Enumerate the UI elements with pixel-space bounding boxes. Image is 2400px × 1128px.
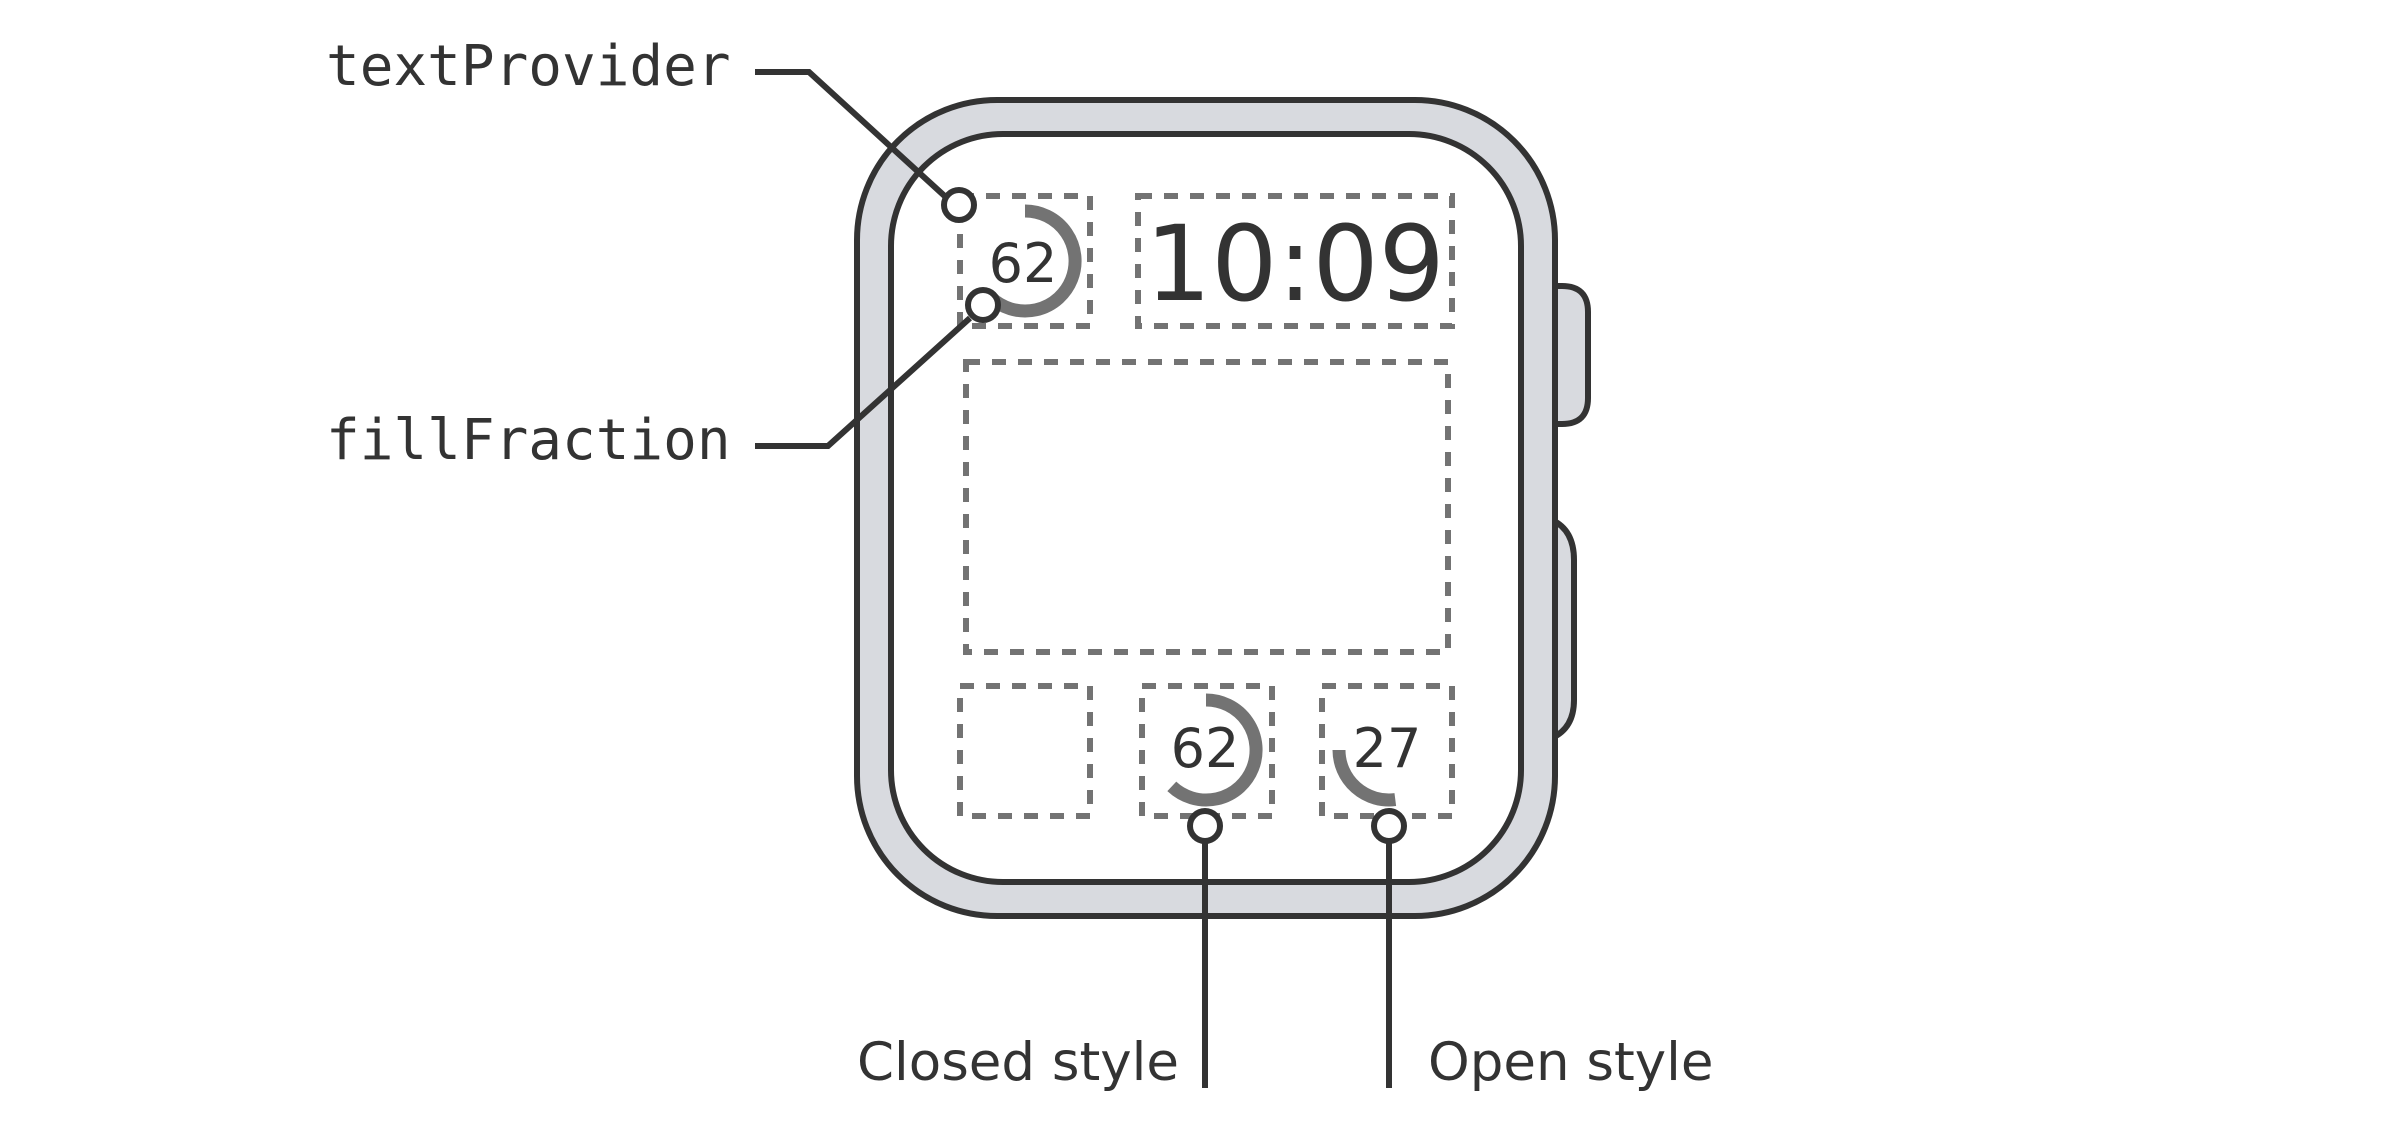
- fill-fraction-label: fillFraction: [326, 408, 731, 473]
- fill-fraction-leader: [755, 315, 973, 449]
- top-left-ring: [986, 204, 1082, 318]
- fill-fraction-marker: [965, 287, 1001, 323]
- bottom-right-ring: [1332, 749, 1397, 807]
- text-provider-marker: [941, 187, 977, 223]
- top-left-slot: [957, 193, 1093, 329]
- bottom-middle-ring: [1167, 693, 1263, 807]
- text-provider-label: textProvider: [326, 34, 731, 99]
- closed-style-marker: [1187, 808, 1223, 844]
- digital-crown: [1549, 283, 1591, 427]
- bottom-right-complication-value: 27: [1353, 717, 1422, 780]
- closed-style-label: Closed style: [857, 1032, 1179, 1093]
- top-left-complication-value: 62: [989, 232, 1058, 295]
- open-style-label: Open style: [1428, 1032, 1714, 1093]
- bottom-middle-complication-value: 62: [1171, 717, 1240, 780]
- text-provider-leader: [755, 69, 952, 203]
- center-slot: [963, 359, 1451, 655]
- bottom-left-slot: [957, 683, 1093, 819]
- open-style-marker: [1371, 808, 1407, 844]
- top-right-slot: [1135, 193, 1455, 329]
- time-display: 10:09: [1145, 203, 1445, 325]
